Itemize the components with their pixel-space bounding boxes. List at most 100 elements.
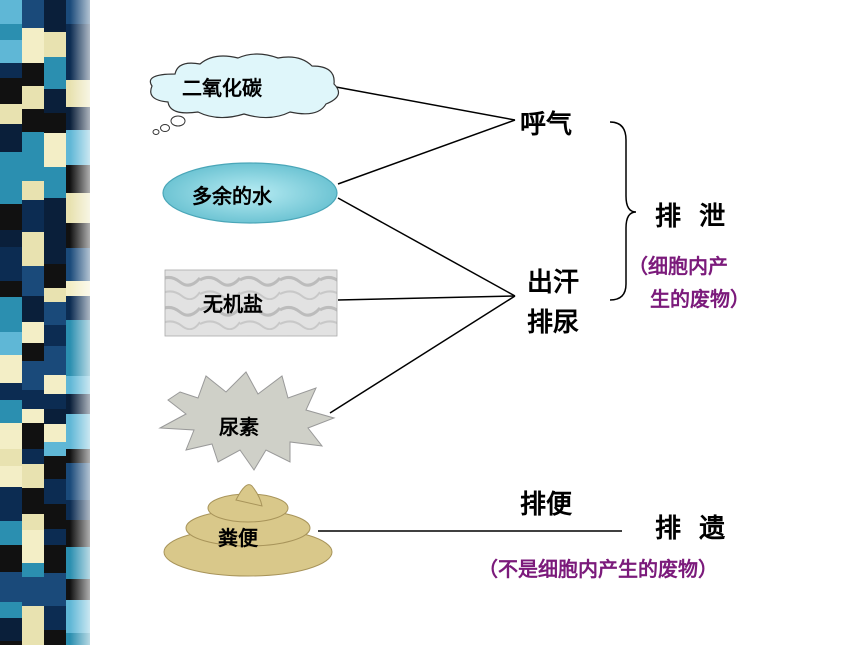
strip-cell xyxy=(44,375,68,394)
strip-cell xyxy=(0,204,24,230)
strip-cell xyxy=(22,28,46,63)
strip-cell xyxy=(44,198,68,215)
node-co2-label: 二氧化碳 xyxy=(182,76,262,100)
strip-cell xyxy=(44,89,68,113)
strip-cell xyxy=(22,488,46,514)
strip-cell xyxy=(22,181,46,200)
strip-cell xyxy=(0,297,24,332)
strip-cell xyxy=(44,325,68,346)
strip-cell xyxy=(44,0,68,17)
strip-cell xyxy=(22,563,46,577)
strip-cell xyxy=(22,390,46,409)
strip-cell xyxy=(0,176,24,204)
strip-cell xyxy=(0,521,24,545)
connector-urea-sweat xyxy=(329,295,516,414)
strip-cell xyxy=(22,109,46,132)
strip-cell xyxy=(22,634,46,645)
strip-cell xyxy=(44,545,68,573)
excretion-note-line1: （细胞内产 xyxy=(628,254,728,278)
strip-cell xyxy=(22,530,46,563)
node-urea-label: 尿素 xyxy=(219,415,259,439)
process-sweat-label: 出汗 xyxy=(527,268,580,298)
strip-cell xyxy=(44,113,68,133)
strip-cell xyxy=(44,456,68,479)
strip-cell xyxy=(22,132,46,151)
strip-cell xyxy=(44,394,68,409)
strip-cell xyxy=(0,24,24,40)
strip-cell xyxy=(0,124,24,152)
strip-cell xyxy=(44,148,68,167)
strip-cell xyxy=(44,288,68,302)
decorative-side-strip xyxy=(0,0,100,645)
strip-cell xyxy=(44,264,68,288)
strip-cell xyxy=(22,449,46,464)
strip-cell xyxy=(22,606,46,634)
process-urinate-label: 排尿 xyxy=(527,308,580,338)
strip-cell xyxy=(0,78,24,104)
strip-cell xyxy=(44,57,68,89)
strip-cell xyxy=(22,232,46,266)
strip-cell xyxy=(44,529,68,545)
strip-cell xyxy=(22,63,46,86)
strip-cell xyxy=(44,302,68,325)
strip-cell xyxy=(0,487,24,502)
process-exhale-label: 呼气 xyxy=(520,110,573,140)
strip-cell xyxy=(44,479,68,504)
node-water-label: 多余的水 xyxy=(192,184,272,208)
water-ellipse-shape xyxy=(162,162,338,224)
strip-cell xyxy=(0,423,24,449)
strip-cell xyxy=(22,577,46,606)
connector-water-exhale xyxy=(337,119,516,185)
strip-cell xyxy=(0,332,24,355)
strip-cell xyxy=(44,424,68,442)
strip-cell xyxy=(0,383,24,400)
connector-co2-exhale xyxy=(335,86,516,121)
connector-salt-sweat xyxy=(337,295,516,301)
strip-cell xyxy=(44,504,68,529)
strip-cell xyxy=(44,573,68,606)
strip-cell xyxy=(44,606,68,630)
strip-cell xyxy=(22,514,46,530)
strip-cell xyxy=(22,0,46,28)
strip-cell xyxy=(22,266,46,296)
strip-cell xyxy=(22,322,46,343)
strip-cell xyxy=(22,151,46,181)
strip-cell xyxy=(0,449,24,466)
strip-cell xyxy=(0,466,24,487)
egestion-note: （不是细胞内产生的废物） xyxy=(478,557,718,581)
strip-cell xyxy=(0,230,24,247)
strip-cell xyxy=(44,17,68,32)
strip-cell xyxy=(0,355,24,383)
excretion-note-line2: 生的废物） xyxy=(650,287,750,311)
strip-cell xyxy=(44,242,68,264)
strip-cell xyxy=(0,0,24,24)
strip-cell xyxy=(0,104,24,124)
strip-cell xyxy=(22,423,46,449)
strip-cell xyxy=(44,630,68,645)
process-defecate-label: 排便 xyxy=(520,490,573,520)
strip-cell xyxy=(44,32,68,57)
strip-cell xyxy=(0,602,24,618)
strip-cell xyxy=(44,442,68,456)
strip-cell xyxy=(0,247,24,281)
strip-cell xyxy=(44,346,68,375)
strip-cell xyxy=(0,618,24,641)
salt-rectangle-shape xyxy=(164,269,338,337)
cloud-shape xyxy=(149,53,340,135)
strip-cell xyxy=(0,63,24,78)
strip-cell xyxy=(22,296,46,322)
strip-cell xyxy=(0,40,24,63)
node-salt-label: 无机盐 xyxy=(203,292,263,316)
category-excretion-label: 排 泄 xyxy=(655,202,726,232)
connector-water-sweat xyxy=(337,197,516,297)
strip-cell xyxy=(22,409,46,423)
strip-cell xyxy=(44,409,68,424)
strip-cell xyxy=(0,572,24,602)
category-egestion-label: 排 遗 xyxy=(655,514,726,544)
strip-cell xyxy=(44,215,68,242)
strip-cell xyxy=(0,400,24,423)
strip-cell xyxy=(0,545,24,572)
brace-excretion xyxy=(609,121,637,301)
feces-mound-shape xyxy=(163,484,333,577)
